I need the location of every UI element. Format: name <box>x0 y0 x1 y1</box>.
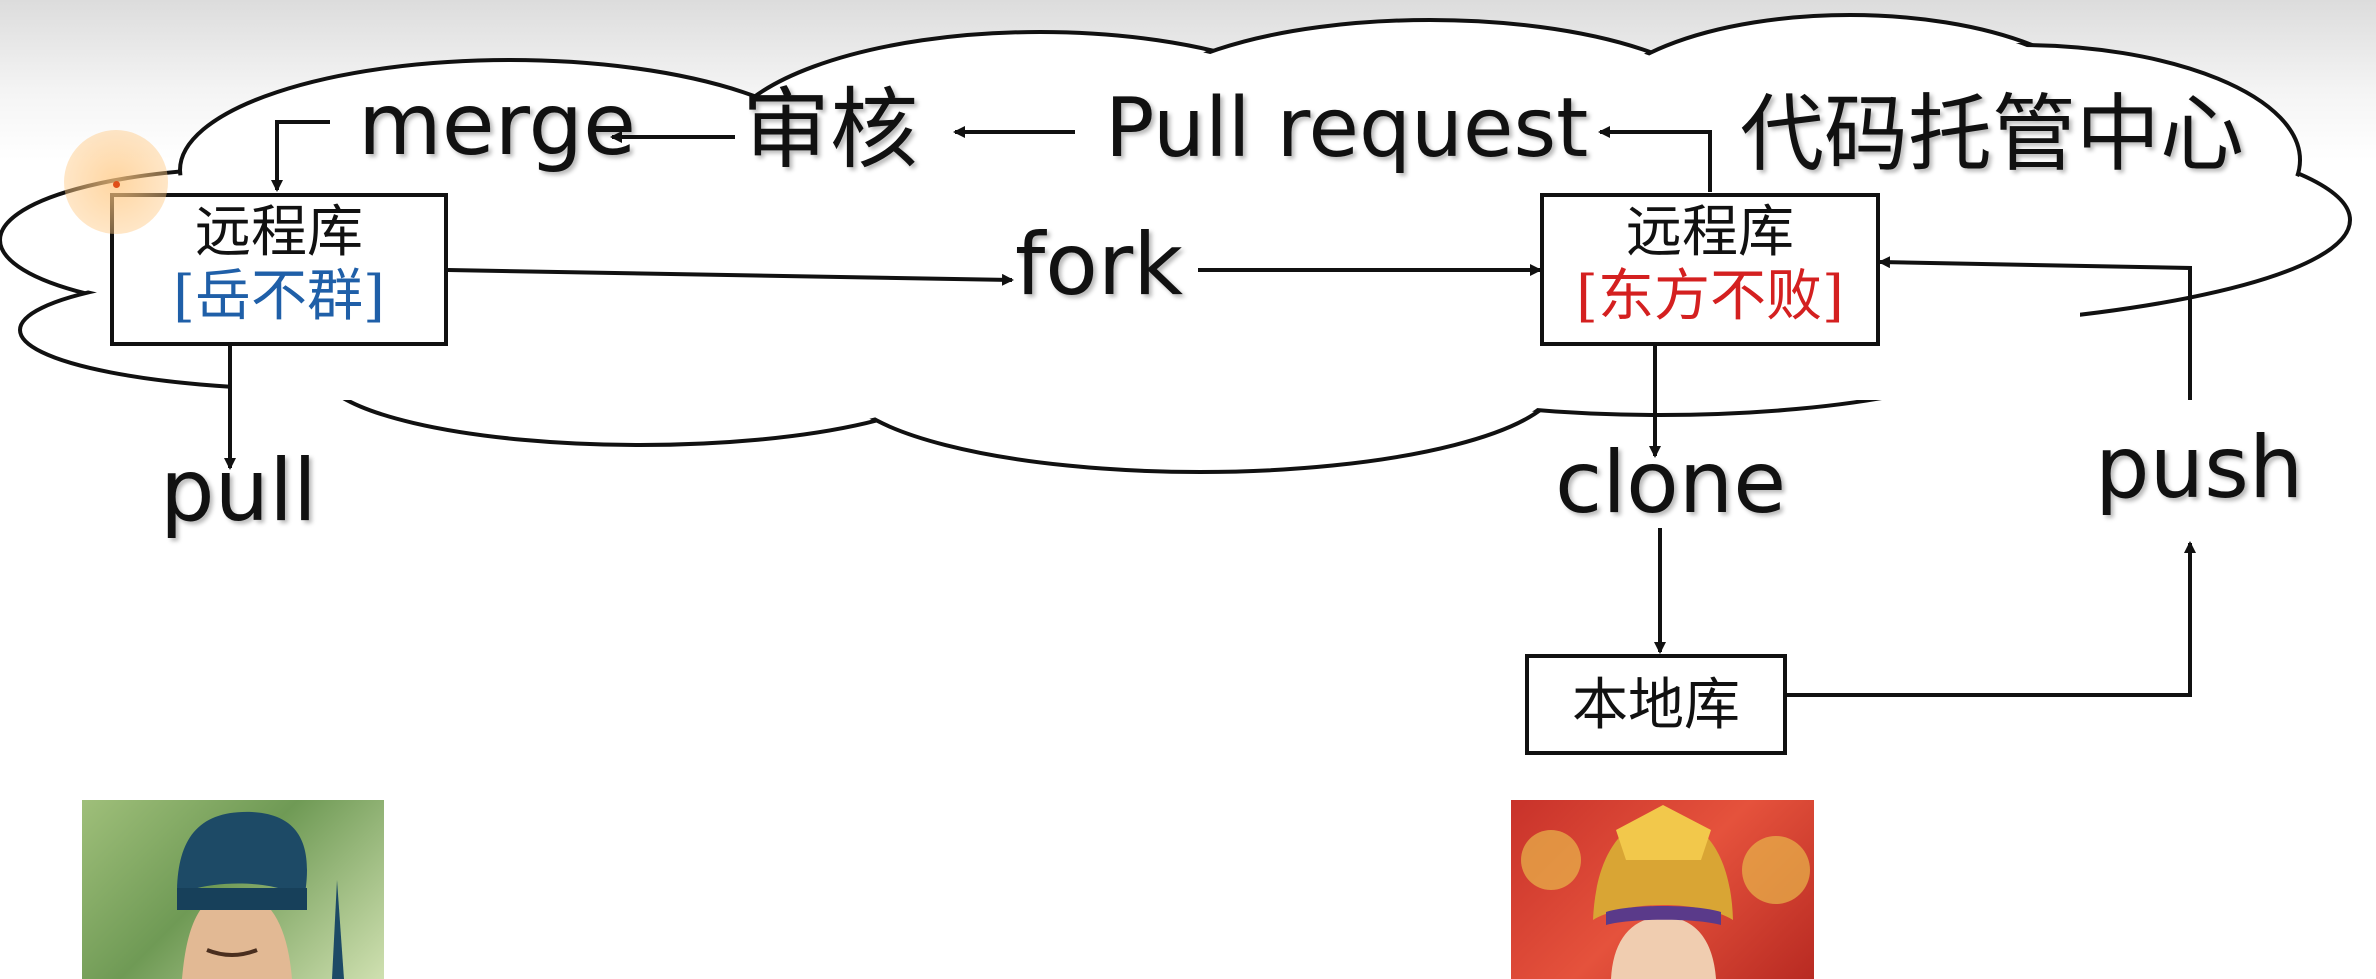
arrow-right-repo-to-pr <box>1598 126 1712 192</box>
arrow-local-to-push <box>1785 541 2196 697</box>
arrow-left-repo-to-fork <box>447 268 1014 286</box>
arrows <box>224 120 2196 697</box>
cursor-point <box>113 181 120 188</box>
right-repo-owner: [东方不败] <box>1576 264 1844 329</box>
left-remote-repo-box: 远程库 [岳不群] <box>110 193 448 346</box>
fork-label: fork <box>1015 215 1184 315</box>
clone-label: clone <box>1555 433 1787 533</box>
review-label: 审核 <box>742 78 919 181</box>
pull-request-label: Pull request <box>1105 81 1589 176</box>
portrait-right-photo <box>1511 800 1814 979</box>
right-repo-title: 远程库 <box>1626 200 1794 265</box>
local-repo-box: 本地库 <box>1525 654 1787 755</box>
left-repo-title: 远程库 <box>195 200 363 265</box>
merge-label: merge <box>358 75 637 175</box>
arrow-merge-to-left-repo <box>271 120 330 192</box>
push-label: push <box>2095 418 2304 518</box>
right-remote-repo-box: 远程库 [东方不败] <box>1540 193 1880 346</box>
left-repo-owner: [岳不群] <box>173 264 385 329</box>
pull-label: pull <box>160 441 317 541</box>
portrait-blue-hat-icon <box>177 811 344 979</box>
portrait-left-photo <box>82 800 384 979</box>
arrow-push-to-right-repo <box>1878 256 2192 400</box>
local-repo-title: 本地库 <box>1572 673 1740 738</box>
cloud-label: 代码托管中心 <box>1740 85 2245 183</box>
portrait-gold-crown-icon <box>1521 805 1810 979</box>
